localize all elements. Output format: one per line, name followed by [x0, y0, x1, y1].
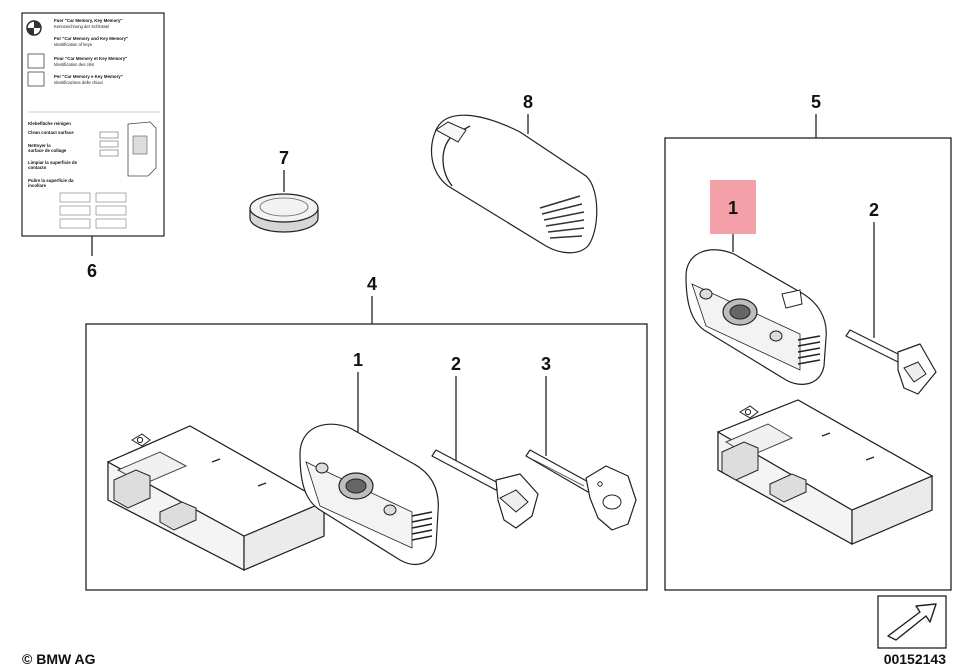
- callout-6: 6: [87, 261, 97, 281]
- callout-5-1: 1: [728, 198, 738, 218]
- direction-arrow-icon: [877, 595, 947, 649]
- label-grid: [59, 192, 127, 229]
- booklet-line: Identificazione delle chiavi: [54, 80, 103, 85]
- booklet-line: incollare: [28, 183, 47, 188]
- callout-4: 4: [367, 274, 377, 294]
- booklet-line: Nettoyer la: [28, 143, 51, 148]
- booklet-line: Pulire la superficie da: [28, 178, 74, 183]
- booklet-line: For "Car Memory and Key Memory": [54, 36, 128, 41]
- diagram-code: 00152143: [884, 651, 947, 667]
- callout-8: 8: [523, 92, 533, 112]
- booklet-line: Identification des clés: [54, 62, 94, 67]
- booklet-line: Identification of keys: [54, 42, 92, 47]
- callout-4-2: 2: [451, 354, 461, 374]
- booklet-line: Per "Car Memory e Key Memory": [54, 74, 123, 79]
- booklet-line: Pour "Car Memory et Key Memory": [54, 56, 127, 61]
- key-sketch-icon: [99, 121, 157, 177]
- emergency-key-blade: [431, 449, 539, 529]
- key-housing: [430, 114, 598, 254]
- booklet-line: Fuer "Car Memory, Key Memory": [54, 18, 123, 23]
- remote-key-5: [685, 249, 827, 385]
- booklet-line: Limpiar la superficie de: [28, 160, 78, 165]
- emergency-key-blade-5: [845, 329, 937, 395]
- booklet-line: Klebefläche reinigen: [28, 121, 71, 126]
- callout-4-1: 1: [353, 350, 363, 370]
- booklet-line: Clean contact surface: [28, 130, 74, 135]
- control-module: [106, 425, 326, 571]
- control-module-5: [716, 399, 934, 546]
- kit-box-5: [664, 137, 952, 591]
- callout-5: 5: [811, 92, 821, 112]
- callout-5-2: 2: [869, 200, 879, 220]
- callout-4-3: 3: [541, 354, 551, 374]
- remote-key: [299, 423, 439, 565]
- mechanical-key: [525, 449, 637, 531]
- booklet-line: surface de collage: [28, 148, 67, 153]
- instruction-booklet: Fuer "Car Memory, Key Memory" Kennzeichn…: [21, 12, 165, 237]
- highlight-marker: [710, 180, 756, 234]
- booklet-line: contacto: [28, 165, 47, 170]
- callout-7: 7: [279, 148, 289, 168]
- kit-box-4: [85, 323, 648, 591]
- battery-cell: [249, 193, 319, 233]
- booklet-line: Kennzeichnung der Schlüssel: [54, 24, 109, 29]
- copyright: © BMW AG: [22, 651, 96, 667]
